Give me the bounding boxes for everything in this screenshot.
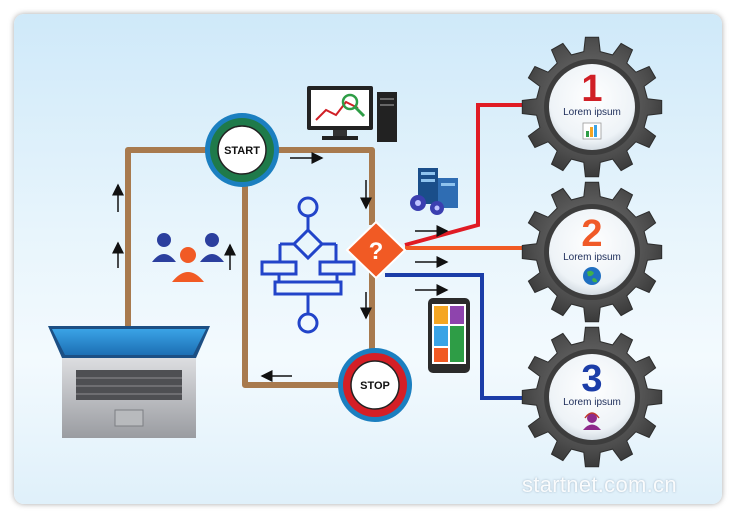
server-gears-icon xyxy=(410,168,458,215)
gear-label-3: Lorem ipsum xyxy=(563,397,621,408)
gear-number-1: 1 xyxy=(581,68,602,110)
flowchart-icon xyxy=(260,196,356,334)
support-agent-icon xyxy=(583,412,601,430)
decision-symbol: ? xyxy=(369,238,384,265)
gear-number-3: 3 xyxy=(581,358,602,400)
team-icon xyxy=(152,233,224,282)
gear-number-2: 2 xyxy=(581,213,602,255)
gear-label-2: Lorem ipsum xyxy=(563,252,621,263)
start-node: START xyxy=(205,113,279,187)
decision-node: ? xyxy=(345,220,407,280)
monitor-icon xyxy=(307,86,397,142)
gear-label-1: Lorem ipsum xyxy=(563,107,621,118)
flow-arrows xyxy=(112,152,449,382)
watermark: startnet.com.cn xyxy=(522,472,677,497)
stop-node: STOP xyxy=(338,348,412,422)
connector-to-gear-3 xyxy=(385,273,525,400)
stop-label: STOP xyxy=(360,380,390,392)
laptop-icon xyxy=(48,326,210,438)
start-label: START xyxy=(224,145,260,157)
bar-chart-icon xyxy=(582,122,602,140)
loop-path xyxy=(125,147,375,388)
globe-icon xyxy=(583,267,601,285)
tablet-icon xyxy=(428,298,470,373)
